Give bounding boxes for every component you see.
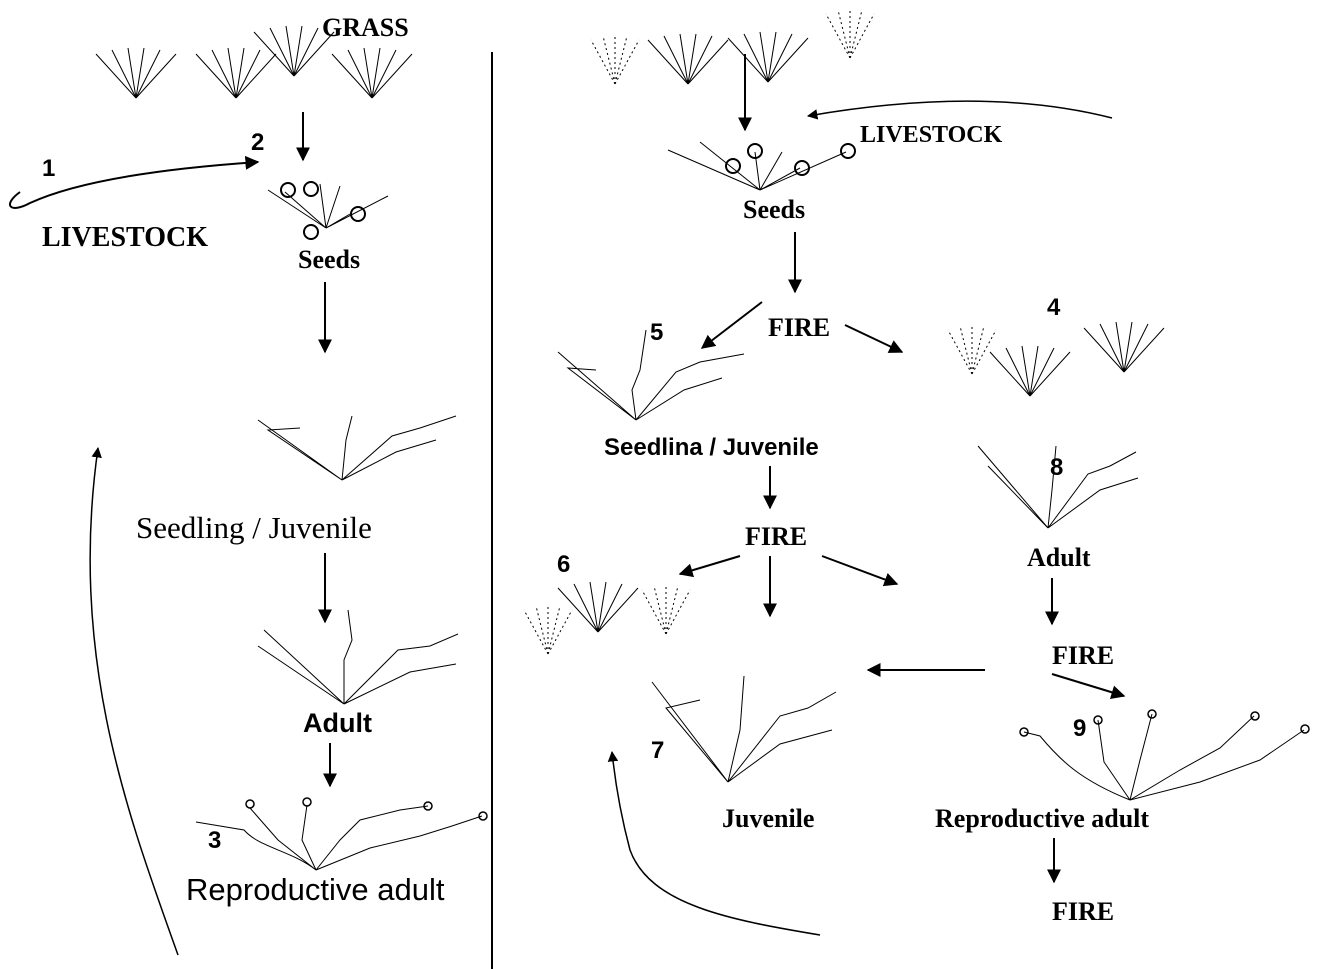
grass-tuft-icon <box>332 48 412 98</box>
grass-tuft-icon <box>524 604 572 654</box>
return-arrow <box>612 752 820 935</box>
juvenile-icon <box>652 676 836 782</box>
step-number-3: 3 <box>208 827 221 854</box>
grass-tuft-icon <box>728 32 808 82</box>
seedling-juvenile-label-right: Seedlina / Juvenile <box>604 434 819 461</box>
grass-tuft-icon <box>642 584 690 634</box>
seedling-juvenile-label: Seedling / Juvenile <box>136 510 372 545</box>
grass-tuft-icon <box>591 34 639 84</box>
step-number-8: 8 <box>1050 454 1063 481</box>
step-number-5: 5 <box>650 319 663 346</box>
grass-tuft-icon <box>1084 322 1164 372</box>
adult-label: Adult <box>303 708 372 738</box>
livestock-label: LIVESTOCK <box>42 222 208 253</box>
seed-head-icon <box>668 142 855 190</box>
grass-title: GRASS <box>322 13 409 42</box>
grass-after-fire <box>948 322 1164 396</box>
seeds-label-right: Seeds <box>743 195 805 224</box>
step-number-4: 4 <box>1047 294 1061 321</box>
fire-label-3: FIRE <box>1052 641 1114 670</box>
right-grass-row <box>591 8 874 84</box>
step-number-7: 7 <box>651 737 664 764</box>
grass-tuft-icon <box>826 8 874 58</box>
fire-label-1: FIRE <box>768 313 830 342</box>
livestock-arrow <box>808 101 1112 118</box>
juvenile-label: Juvenile <box>722 804 814 833</box>
fire-label-4: FIRE <box>1052 897 1114 926</box>
burnt-grass-row <box>524 582 690 654</box>
adult-label-right: Adult <box>1027 543 1091 572</box>
reproductive-plant-icon <box>1020 710 1309 800</box>
reproductive-adult-label-right: Reproductive adult <box>935 804 1149 833</box>
arrow-left <box>680 556 740 574</box>
reproductive-plant-icon <box>196 798 487 870</box>
arrow-right <box>845 325 902 352</box>
grass-tuft-icon <box>948 324 996 374</box>
step-number-1: 1 <box>42 155 55 182</box>
grass-tuft-icon <box>96 48 176 98</box>
arrow-right <box>1052 674 1124 696</box>
label-mask <box>855 142 1055 160</box>
grass-tuft-icon <box>196 48 276 98</box>
adult-plant-icon <box>258 610 458 704</box>
grass-tuft-icon <box>648 34 728 84</box>
reproductive-adult-label: Reproductive adult <box>186 872 445 907</box>
seeds-label: Seeds <box>298 245 360 274</box>
step-number-6: 6 <box>557 551 570 578</box>
seedling-icon <box>258 416 456 480</box>
seed-head-icon <box>268 182 388 239</box>
grass-tuft-icon <box>990 346 1070 396</box>
grass-tuft-icon <box>558 582 638 632</box>
step-number-2: 2 <box>251 129 264 156</box>
arrow-left <box>702 302 762 348</box>
step-number-9: 9 <box>1073 715 1086 742</box>
fire-label-2: FIRE <box>745 522 807 551</box>
arrow-right <box>822 556 897 584</box>
